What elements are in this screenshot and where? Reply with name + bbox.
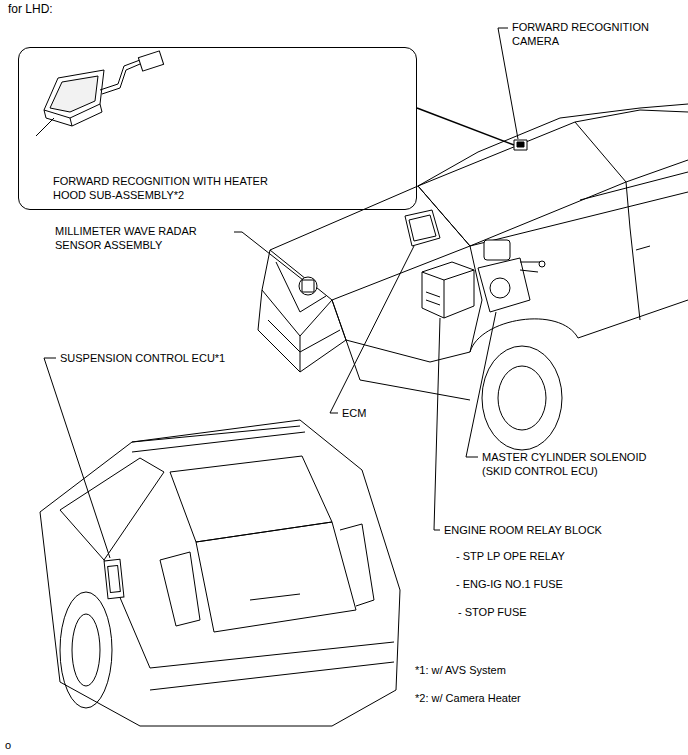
footnote: *1: w/ AVS System [415, 663, 635, 677]
front-vehicle [258, 104, 688, 450]
sub-item: - ENG-IG NO.1 FUSE [456, 577, 656, 591]
part-label: ECM [342, 406, 402, 420]
part-label: ENGINE ROOM RELAY BLOCK [444, 523, 664, 537]
footnote: *2: w/ Camera Heater [415, 691, 635, 705]
leader-lines [44, 28, 518, 558]
sub-item: - STOP FUSE [458, 605, 658, 619]
part-label: MASTER CYLINDER SOLENOID (SKID CONTROL E… [482, 450, 677, 478]
heater-hood-part [36, 51, 164, 136]
part-label: FORWARD RECOGNITION WITH HEATER HOOD SUB… [53, 174, 298, 202]
figure-code: o [5, 738, 35, 752]
rear-vehicle [40, 420, 400, 726]
heading: for LHD: [8, 2, 53, 16]
part-label: SUSPENSION CONTROL ECU*1 [60, 351, 280, 365]
part-label: FORWARD RECOGNITION CAMERA [512, 20, 677, 48]
inset-box: FORWARD RECOGNITION WITH HEATER HOOD SUB… [18, 47, 417, 210]
sub-item: - STP LP OPE RELAY [456, 549, 656, 563]
part-label: MILLIMETER WAVE RADAR SENSOR ASSEMBLY [55, 224, 230, 252]
